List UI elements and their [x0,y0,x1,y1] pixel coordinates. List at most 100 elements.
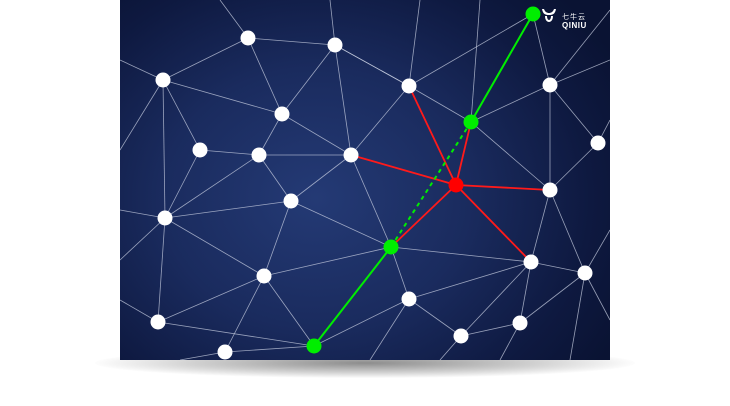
mesh-edge [530,261,586,274]
mesh-edge [549,84,599,144]
mesh-edge [263,246,392,277]
mesh-edge [162,37,249,81]
mesh-edge [162,79,166,219]
highlight-link [313,246,392,347]
network-node [251,147,267,163]
mesh-edge [334,44,410,87]
mesh-edge [584,229,610,274]
network-node [512,315,528,331]
network-node [274,106,290,122]
mesh-edge [329,0,336,46]
mesh-edge [519,272,586,324]
center-link [455,184,532,263]
mesh-edge [408,298,462,337]
center-link [350,154,457,186]
mesh-edge [408,13,534,87]
mesh-edge [569,272,586,360]
center-link [455,121,472,186]
center-link [390,184,457,248]
network-node [343,147,359,163]
mesh-edge [164,200,292,219]
mesh-edge [350,85,410,156]
qiniu-cow-icon [542,9,556,22]
mesh-edge [549,59,610,86]
center-link [455,184,551,191]
mesh-edge [390,246,410,300]
mesh-edge [408,261,532,300]
network-node [401,78,417,94]
mesh-edge [334,44,352,156]
network-node [283,193,299,209]
mesh-edge [247,37,336,46]
mesh-edge [224,275,265,353]
network-node [155,72,171,88]
mesh-edge [532,13,551,86]
mesh-edge [164,217,265,277]
highlight-link [470,13,534,123]
mesh-edge [224,345,315,353]
mesh-edge [120,217,166,261]
network-node [327,37,343,53]
mesh-edge [350,154,392,248]
mesh-edge [313,298,410,347]
mesh-edge [390,246,532,263]
mesh-edge [470,0,481,123]
mesh-edge [519,261,532,324]
mesh-edge [164,149,201,219]
mesh-edge [369,298,410,360]
center-link [408,85,457,186]
network-node [542,77,558,93]
mesh-edge [408,0,421,87]
mesh-edge [530,189,551,263]
highlight-node [383,239,399,255]
mesh-edge [219,0,249,39]
mesh-edge [162,79,283,115]
mesh-edge [460,261,532,337]
qiniu-logo: 七牛云 QINIU [540,6,610,40]
highlight-link-dashed [390,121,472,248]
mesh-edge [120,209,166,219]
highlight-node [463,114,479,130]
network-node [217,344,233,360]
highlight-node [306,338,322,354]
mesh-edge [460,322,521,337]
mesh-edge [199,149,260,156]
highlight-node [525,6,541,22]
mesh-edge [549,9,610,86]
mesh-edge [470,84,551,123]
mesh-edge [470,121,551,191]
mesh-edge [157,275,265,323]
brand-name-en: QINIU [562,21,587,30]
network-node [157,210,173,226]
mesh-edge [247,37,283,115]
mesh-edge [549,189,586,274]
network-node [256,268,272,284]
network-node [192,142,208,158]
mesh-edge [258,154,292,202]
mesh-edge [258,113,283,156]
network-node [523,254,539,270]
mesh-edge [120,59,164,81]
mesh-edge [290,154,352,202]
mesh-edge [164,154,260,219]
network-diagram-panel: 七牛云 QINIU [120,0,610,360]
mesh-edge [120,79,164,151]
mesh-edge [408,85,472,123]
network-node [401,291,417,307]
mesh-edge [263,275,315,347]
network-node [240,30,256,46]
mesh-edge [281,44,336,115]
network-node [542,182,558,198]
network-node [150,314,166,330]
center-node [448,177,464,193]
mesh-edge [179,351,226,360]
mesh-edge [263,200,292,277]
network-graph [120,0,610,360]
mesh-edge [162,79,201,151]
network-node [590,135,606,151]
mesh-edge [549,142,599,191]
brand-name-cn: 七牛云 [562,14,586,21]
network-node [453,328,469,344]
network-node [577,265,593,281]
mesh-edge [584,272,610,321]
